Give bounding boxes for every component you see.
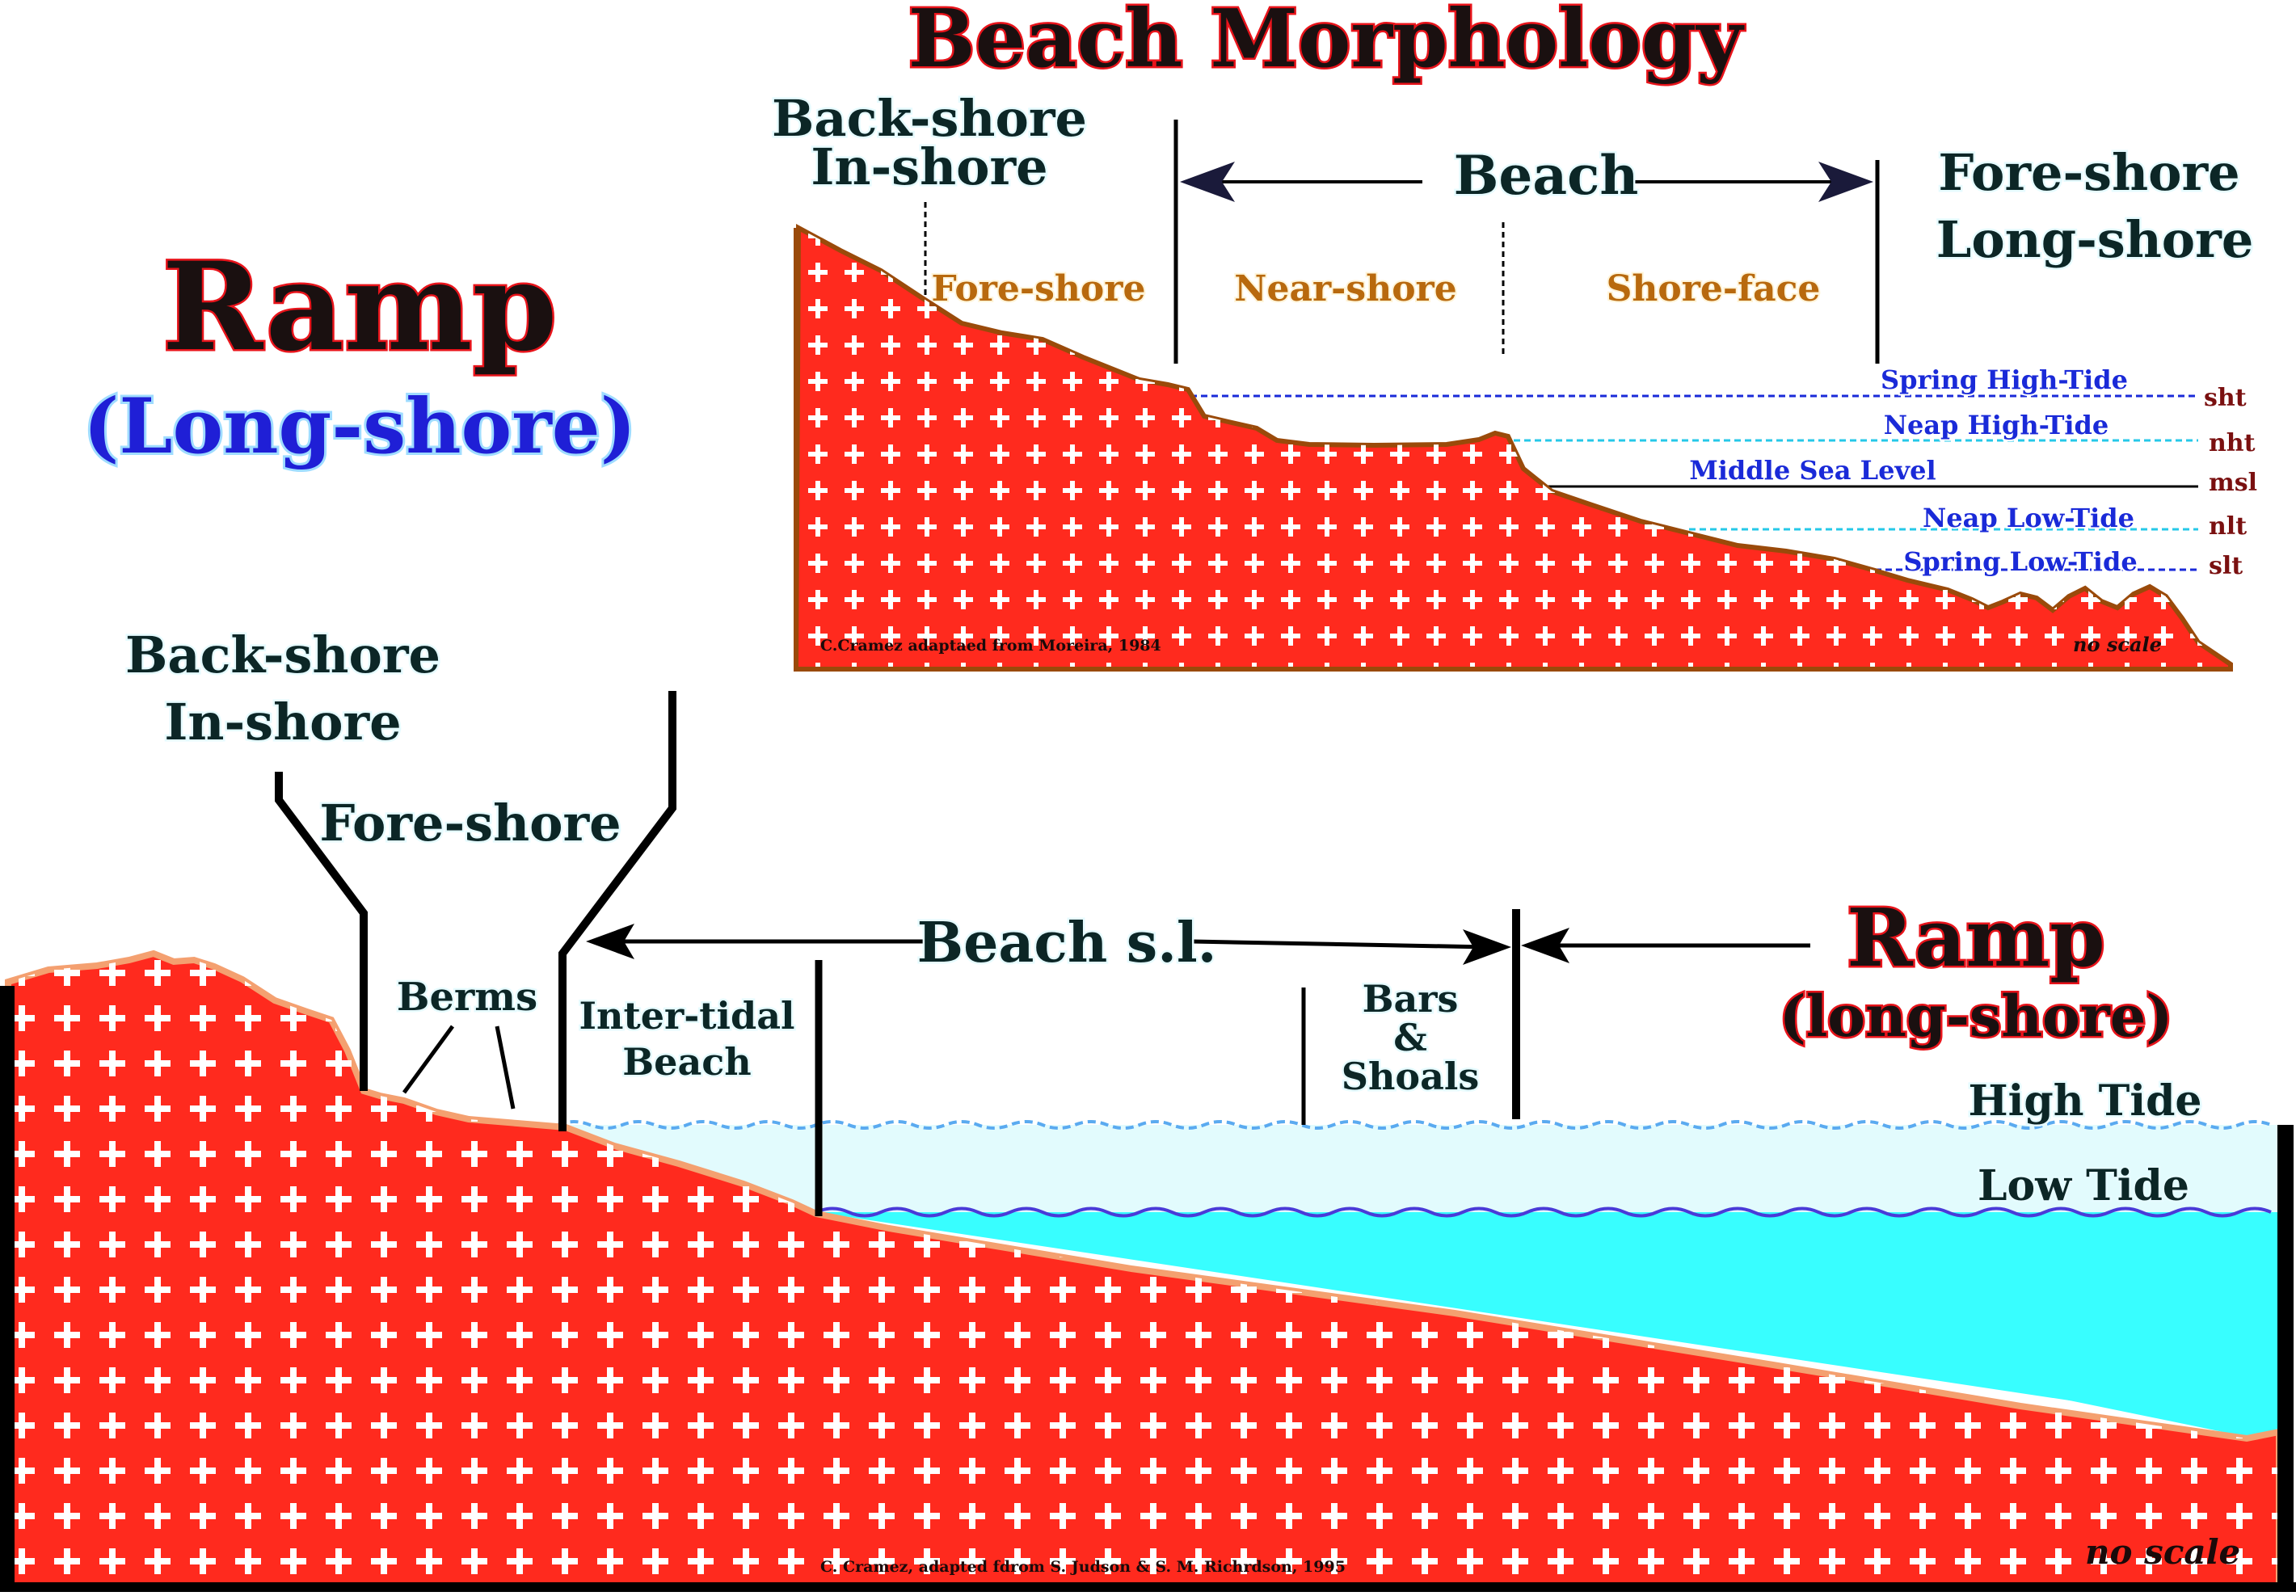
level-label-sht: Spring High-Tide [1881,364,2128,395]
top-foreshore-right-label-2: Long-shore [1936,210,2254,269]
left-title-block: Ramp (Long-shore) [81,234,638,474]
top-foreshore-right-label-1: Fore-shore [1938,143,2239,202]
intertidal-label-1: Inter-tidal [579,994,795,1038]
beach-sl-arrowhead-right [1463,929,1511,965]
top-rock-pattern [796,228,2231,669]
bars-label-1: Bars [1363,977,1459,1021]
berm-pointer-right [495,1025,516,1110]
berms-label: Berms [397,975,537,1020]
top-backshore-label-2: In-shore [811,137,1047,196]
top-diagram: Beach Morphology Back-shore In-shore For… [770,0,2259,672]
low-tide-water-fill [816,1212,2279,1437]
ramp-arrowhead [1521,928,1569,963]
left-subtitle: (Long-shore) [83,382,636,471]
level-abbr-msl: msl [2209,469,2257,497]
top-title: Beach Morphology [908,0,1745,86]
top-beach-arrowhead-left [1180,162,1235,202]
level-abbr-sht: sht [2204,384,2247,412]
foreshore-boundary-line [558,691,676,1131]
bottom-right-border [2277,1125,2294,1592]
level-label-slt: Spring Low-Tide [1903,546,2137,577]
level-abbr-nht: nht [2209,429,2256,457]
ramp-title: Ramp [1847,892,2104,985]
top-beach-label: Beach [1454,144,1639,207]
bottom-base-border [0,1582,2296,1592]
bottom-foreshore-label: Fore-shore [319,794,621,853]
beach-sl-arrow-right-shaft [1191,939,1488,950]
beach-sl-label: Beach s.l. [917,911,1217,975]
bottom-no-scale: no scale [2085,1532,2240,1572]
bottom-rock-pattern [8,954,2279,1588]
top-credit: C.Cramez adaptaed from Moreira, 1984 [820,637,1161,655]
top-backshore-label-1: Back-shore [772,89,1087,148]
bars-label-2: & [1393,1016,1427,1059]
top-no-scale: no scale [2073,633,2162,656]
top-zone-shoreface: Shore-face [1607,268,1821,310]
beach-sl-arrowhead-left [586,924,634,959]
level-label-msl: Middle Sea Level [1689,455,1936,486]
bottom-credit: C. Cramez, adapted fdrom S. Judson & S. … [820,1558,1346,1576]
level-label-nlt: Neap Low-Tide [1923,503,2134,533]
top-zone-nearshore: Near-shore [1234,268,1456,310]
level-abbr-nlt: nlt [2209,512,2247,541]
left-title: Ramp [162,236,558,378]
bars-label-3: Shoals [1342,1055,1480,1098]
intertidal-label-2: Beach [622,1040,751,1084]
backshore-boundary-line [275,772,368,1091]
top-rock-border [794,228,798,671]
high-tide-water [558,1125,2279,1216]
low-tide-label: Low Tide [1978,1161,2189,1211]
top-beach-arrowhead-right [1818,162,1873,202]
low-tide-line [815,1206,2272,1218]
bottom-backshore-label-1: Back-shore [125,625,440,684]
level-label-nht: Neap High-Tide [1884,410,2109,440]
level-abbr-slt: slt [2209,552,2243,580]
bottom-diagram: Back-shore In-shore Fore-shore Berms Int… [0,624,2296,1592]
high-tide-label: High Tide [1968,1076,2201,1126]
ramp-subtitle: (long-shore) [1780,983,2173,1050]
bottom-left-border [0,986,15,1592]
top-zone-foreshore: Fore-shore [932,268,1146,310]
berm-pointer-left [402,1025,455,1094]
bottom-backshore-label-2: In-shore [164,693,401,752]
